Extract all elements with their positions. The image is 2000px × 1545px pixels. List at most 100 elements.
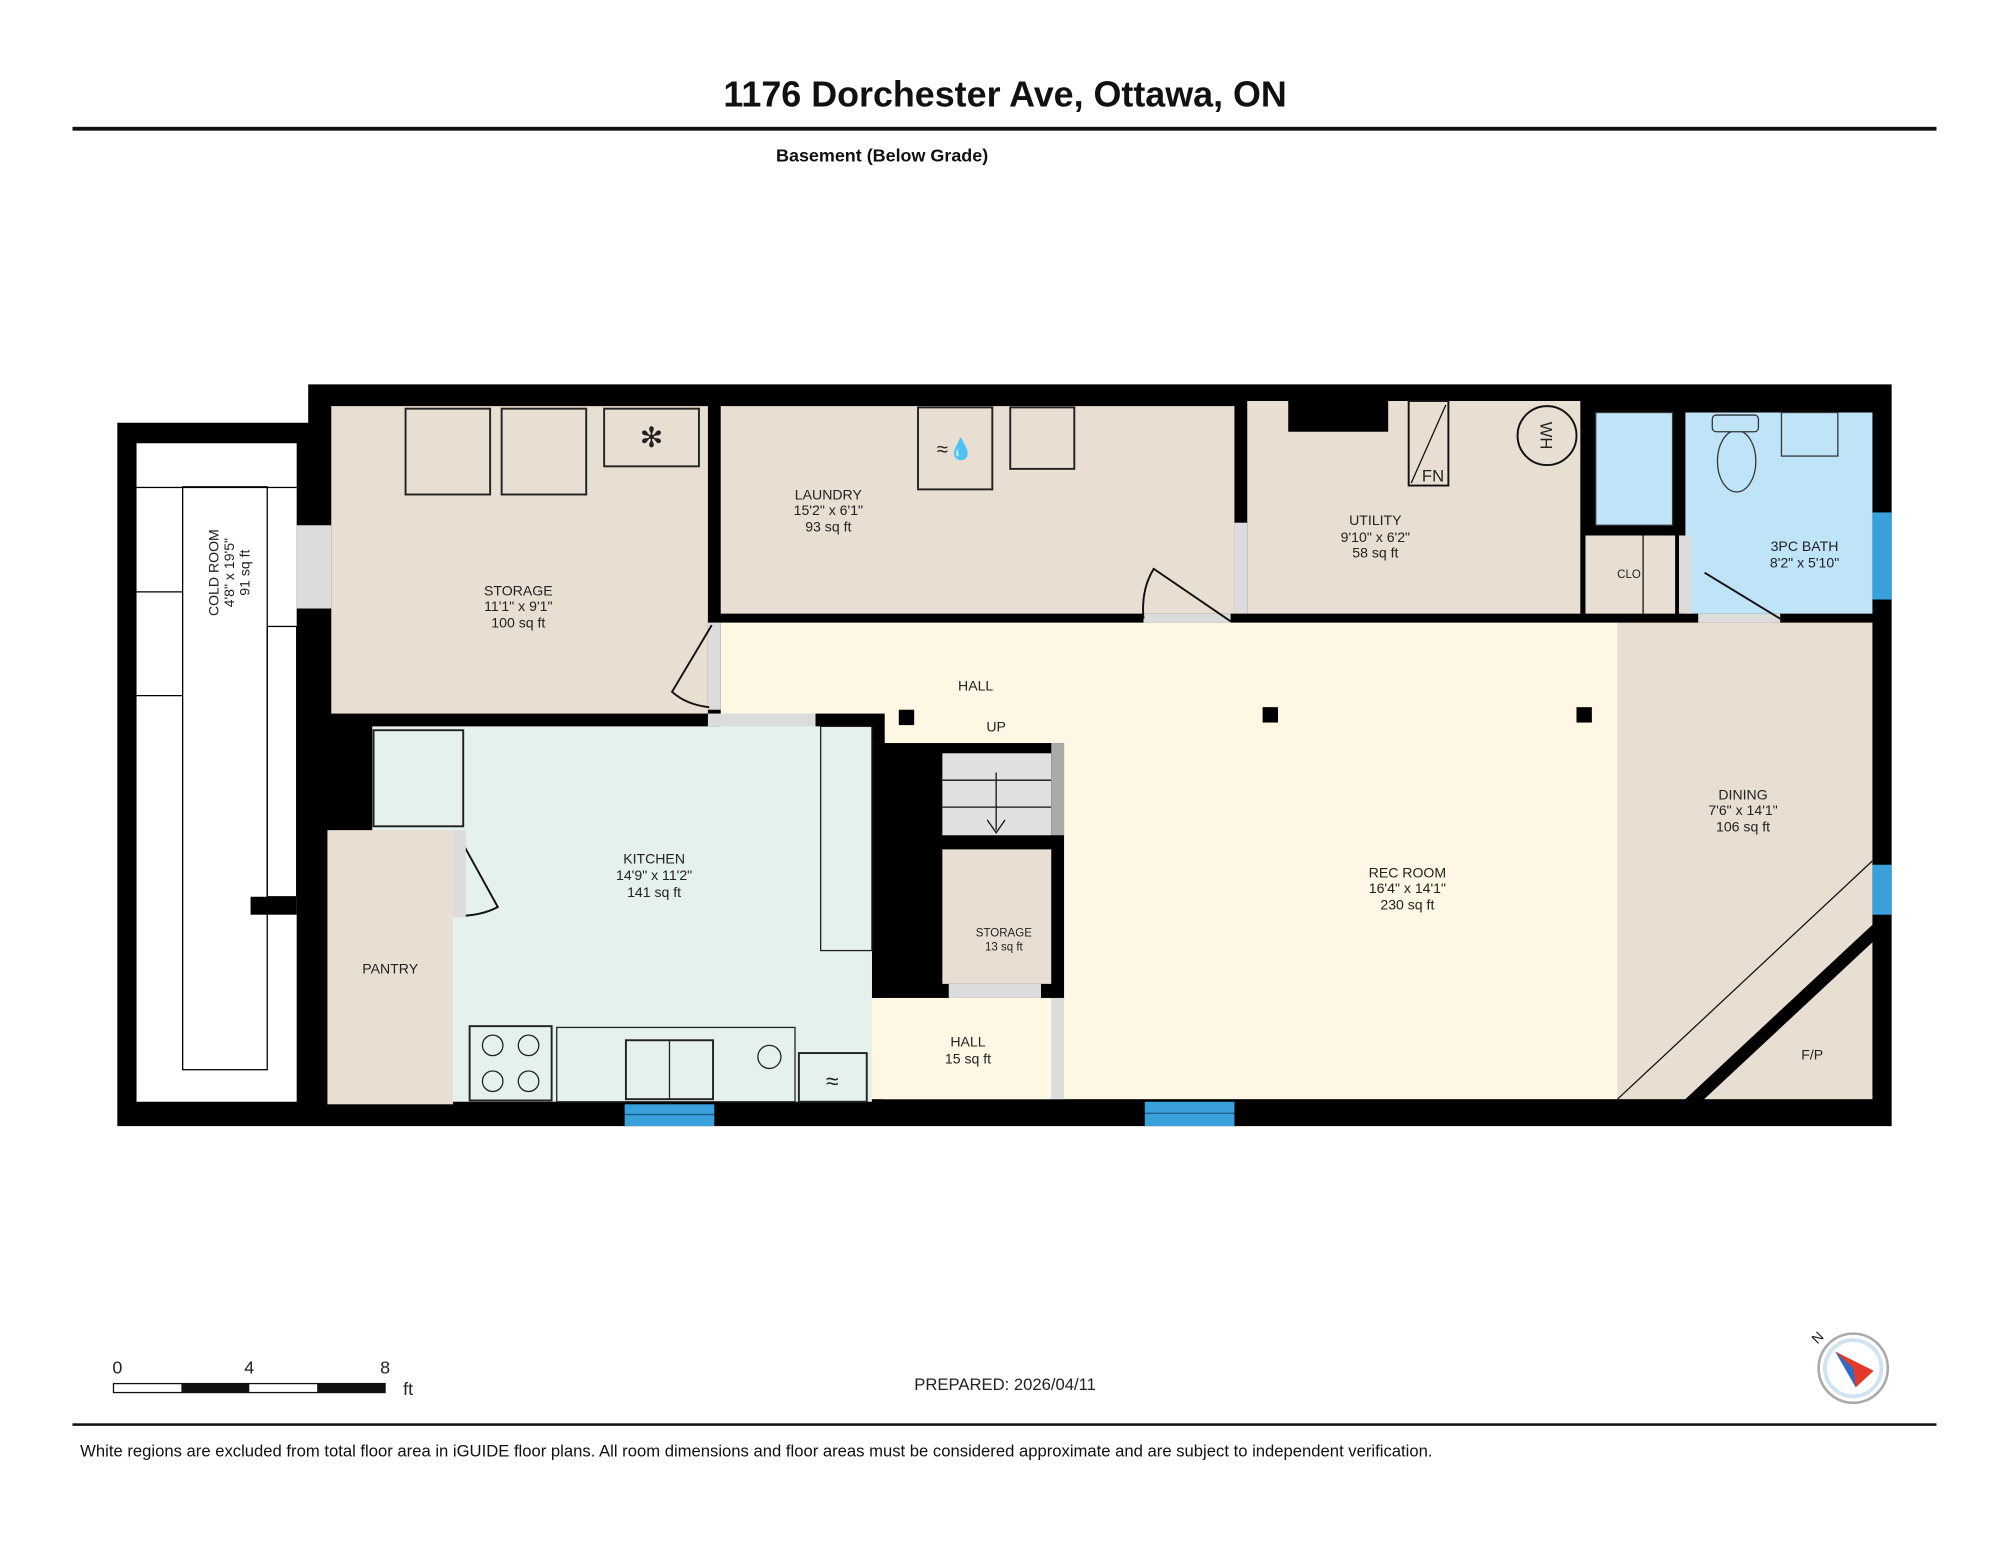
stove <box>468 1025 553 1102</box>
fireplace-label: F/P <box>1801 1046 1823 1062</box>
storage-room <box>331 406 708 714</box>
kitchen-name: KITCHEN <box>623 850 685 866</box>
utility-duct <box>1288 400 1389 432</box>
washer <box>917 406 994 491</box>
cold-room-dims: 4'8" x 19'5" <box>221 538 237 607</box>
scale-tick-4: 4 <box>244 1357 254 1377</box>
scale-unit: ft <box>403 1379 413 1399</box>
column <box>1576 707 1592 723</box>
doorway[interactable] <box>1143 613 1231 623</box>
door-swing <box>1704 571 1781 620</box>
window <box>1872 864 1892 915</box>
utility-dims: 9'10" x 6'2" <box>1341 529 1410 545</box>
footer-rule <box>72 1423 1937 1426</box>
pantry-name: PANTRY <box>362 961 418 977</box>
stair-rail <box>1051 743 1065 836</box>
laundry-area: 93 sq ft <box>805 519 851 535</box>
laundry-name: LAUNDRY <box>795 487 863 503</box>
header-rule <box>72 126 1937 131</box>
water-heater-label: WH <box>1537 422 1556 450</box>
hall-name: HALL <box>958 678 993 694</box>
storage-appliance <box>404 407 492 496</box>
footer-disclaimer: White regions are excluded from total fl… <box>80 1442 1432 1461</box>
dining-area: 106 sq ft <box>1716 818 1770 834</box>
stairs-up-label: UP <box>986 719 1006 735</box>
storage-small-name: STORAGE <box>976 927 1032 939</box>
toilet-tank <box>1711 414 1760 433</box>
burner <box>481 1070 504 1093</box>
snowflake-icon: ✻ <box>640 421 664 453</box>
compass-north-label: N <box>1808 1328 1827 1347</box>
storage-small-room <box>942 849 1052 984</box>
furnace-label: FN <box>1422 467 1444 486</box>
fireplace-wall <box>1684 922 1884 1109</box>
rec-room-dims: 16'4" x 14'1" <box>1369 880 1446 896</box>
toilet <box>1716 429 1757 493</box>
doorway[interactable] <box>452 830 466 918</box>
scale-bar-segment <box>181 1383 250 1393</box>
pantry-room <box>327 830 453 1105</box>
column <box>1262 707 1278 723</box>
cold-room-wall-stub <box>250 896 297 915</box>
prepared-date: PREPARED: 2026/04/11 <box>914 1375 1096 1394</box>
cold-room <box>136 443 297 1102</box>
scale-bar-segment <box>317 1383 386 1393</box>
burner <box>517 1034 540 1057</box>
hall-small-name: HALL <box>950 1034 985 1050</box>
water-heater <box>1516 405 1578 466</box>
dining-room <box>1617 622 1873 1100</box>
page-title: 1176 Dorchester Ave, Ottawa, ON <box>723 74 1286 114</box>
refrigerator <box>372 729 465 828</box>
doorway[interactable] <box>1698 613 1781 623</box>
laundry-sink <box>1009 406 1076 470</box>
cold-room-name: COLD ROOM <box>206 529 222 616</box>
microwave <box>797 1052 868 1103</box>
bath-name: 3PC BATH <box>1771 538 1839 554</box>
clo-room <box>1585 535 1676 614</box>
door-swing <box>670 624 713 709</box>
rec-room-area: 230 sq ft <box>1380 897 1434 913</box>
compass: N <box>1808 1328 1890 1405</box>
scale-tick-8: 8 <box>380 1357 390 1377</box>
kitchen-area: 141 sq ft <box>627 884 681 900</box>
storage-dims: 11'1" x 9'1" <box>484 598 552 614</box>
freezer <box>603 407 700 468</box>
bath-room <box>1678 535 1692 614</box>
utility-name: UTILITY <box>1349 512 1402 528</box>
hall-small-room <box>882 997 1052 1100</box>
floor-label: Basement (Below Grade) <box>776 145 988 165</box>
wall <box>1051 997 1065 1100</box>
stair-arrow-head <box>986 819 1006 834</box>
furnace <box>1410 404 1447 484</box>
microwave-icon: ≈ <box>826 1068 839 1094</box>
kitchen-counter <box>820 725 873 952</box>
dining-name: DINING <box>1718 786 1767 802</box>
storage-area: 100 sq ft <box>491 615 545 631</box>
shower <box>1595 411 1674 526</box>
kitchen-counter <box>556 1026 796 1103</box>
doorway[interactable] <box>1234 522 1248 614</box>
dining-dims: 7'6" x 14'1" <box>1708 802 1777 818</box>
burner <box>481 1034 504 1057</box>
rec-room-name: REC ROOM <box>1369 865 1446 881</box>
fireplace-hearth <box>1617 860 1873 1100</box>
laundry-dims: 15'2" x 6'1" <box>794 502 863 518</box>
doorway[interactable] <box>707 622 721 710</box>
storage-name: STORAGE <box>484 583 553 599</box>
column <box>898 709 915 726</box>
wall <box>707 713 816 727</box>
utility-room <box>1247 400 1581 614</box>
storage-appliance <box>500 407 588 496</box>
kitchen-dims: 14'9" x 11'2" <box>616 867 692 883</box>
doorway[interactable] <box>948 983 1041 998</box>
door-swing <box>1142 567 1232 623</box>
bath-sink <box>1780 411 1839 457</box>
dishwasher-icon <box>757 1044 782 1070</box>
bath-dims: 8'2" x 5'10" <box>1770 555 1839 571</box>
cold-room-area: 91 sq ft <box>236 549 252 595</box>
clo-label: CLO <box>1617 569 1641 581</box>
doorway[interactable] <box>296 525 332 609</box>
utility-area: 58 sq ft <box>1352 544 1398 560</box>
washer-icon: ≈💧 <box>937 437 974 461</box>
